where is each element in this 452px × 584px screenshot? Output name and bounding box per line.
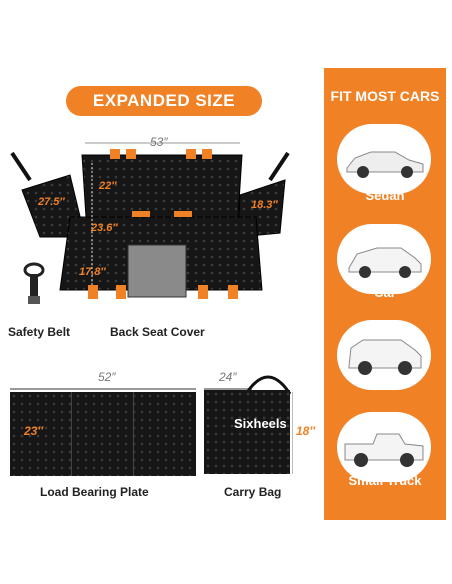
sedan-car-icon <box>346 151 424 178</box>
suv-circle <box>337 320 431 390</box>
safety-belt-label: Safety Belt <box>8 325 71 339</box>
car-circle <box>337 224 431 294</box>
dim-side-right: 18.3″ <box>251 199 278 211</box>
bag-brand: Sixheels <box>234 416 287 431</box>
plate-width-dim: 52″ <box>98 370 116 384</box>
suv-car-icon <box>348 339 422 375</box>
bag-handle-icon <box>244 375 292 395</box>
carry-bag-label: Carry Bag <box>224 485 282 499</box>
dim-back-height: 22″ <box>99 180 117 192</box>
load-bearing-plate-image <box>10 392 196 476</box>
hatchback-car-icon <box>348 247 422 278</box>
car-label-small-truck: Small Truck <box>348 473 422 488</box>
car-label-sedan: Sedan <box>365 188 405 203</box>
plate-width-line <box>10 388 196 390</box>
dim-front: 17.8″ <box>79 266 106 278</box>
bag-height-line <box>292 392 293 474</box>
expanded-size-title: EXPANDED SIZE <box>66 86 262 116</box>
fit-most-cars-title: FIT MOST CARS <box>330 88 440 104</box>
back-seat-cover-label: Back Seat Cover <box>110 325 205 339</box>
car-label-car: Car <box>374 285 396 300</box>
car-label-suv: SUV <box>371 378 399 393</box>
back-seat-cover-image <box>10 142 290 299</box>
bag-width-line <box>204 388 252 390</box>
load-bearing-plate-label: Load Bearing Plate <box>40 485 149 499</box>
carry-bag-image <box>204 390 290 474</box>
truck-circle <box>337 412 431 482</box>
plate-height-dim: 23″ <box>24 424 44 438</box>
pickup-truck-icon <box>344 433 424 467</box>
dim-side-left: 27.5″ <box>38 196 65 208</box>
bag-height-dim: 18″ <box>296 424 316 438</box>
safety-belt-image <box>23 262 45 304</box>
dim-width: 53″ <box>150 135 168 149</box>
bag-width-dim: 24″ <box>219 370 237 384</box>
dim-depth: 23.6″ <box>91 222 118 234</box>
sedan-circle <box>337 124 431 194</box>
